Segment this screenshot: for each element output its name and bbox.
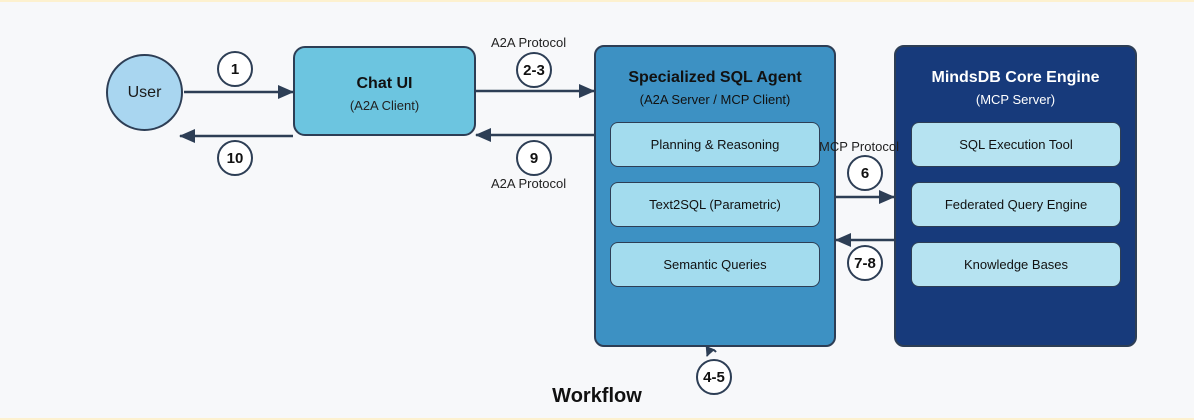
top-border: [0, 0, 1194, 2]
engine-component-federated: Federated Query Engine: [911, 182, 1121, 227]
bottom-border: [0, 418, 1194, 420]
agent-component-planning: Planning & Reasoning: [610, 122, 820, 167]
step-badge-9: 9: [516, 140, 552, 176]
step-badge-2-3: 2-3: [516, 52, 552, 88]
step-badge-10: 10: [217, 140, 253, 176]
protocol-label-a2a-top: A2A Protocol: [491, 35, 567, 50]
step-badge-4-5: 4-5: [696, 359, 732, 395]
sql-agent-subtitle: (A2A Server / MCP Client): [639, 92, 791, 107]
edge-agent-self-loop: [705, 345, 717, 357]
step-badge-7-8: 7-8: [847, 245, 883, 281]
step-badge-6: 6: [847, 155, 883, 191]
chat-ui-node: Chat UI (A2A Client): [293, 46, 476, 136]
agent-component-semantic: Semantic Queries: [610, 242, 820, 287]
engine-component-sql-exec: SQL Execution Tool: [911, 122, 1121, 167]
diagram-title: Workflow: [552, 385, 642, 407]
agent-component-text2sql: Text2SQL (Parametric): [610, 182, 820, 227]
protocol-label-a2a-bottom: A2A Protocol: [491, 176, 567, 191]
engine-title: MindsDB Core Engine: [931, 69, 1100, 86]
sql-agent-title: Specialized SQL Agent: [628, 69, 802, 86]
user-label: User: [127, 83, 162, 101]
chat-ui-title: Chat UI: [356, 75, 413, 92]
mindsdb-engine-node: MindsDB Core Engine (MCP Server) SQL Exe…: [894, 45, 1137, 347]
engine-component-kb: Knowledge Bases: [911, 242, 1121, 287]
protocol-label-mcp: MCP Protocol: [819, 139, 899, 154]
chat-ui-subtitle: (A2A Client): [349, 98, 420, 113]
engine-subtitle: (MCP Server): [975, 92, 1056, 107]
sql-agent-node: Specialized SQL Agent (A2A Server / MCP …: [594, 45, 836, 347]
step-badge-1: 1: [217, 51, 253, 87]
user-node: User: [106, 54, 183, 131]
